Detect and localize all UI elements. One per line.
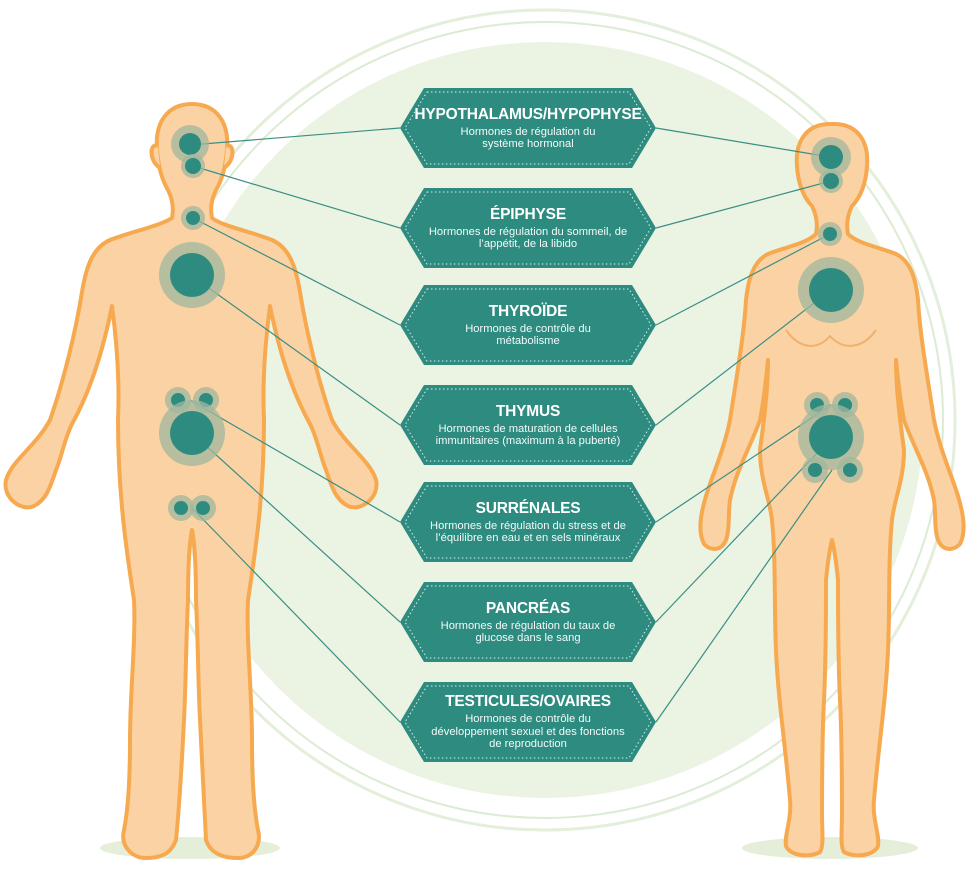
female-gland-thymus — [798, 257, 864, 323]
connector-female-hypothalamus — [655, 127, 831, 158]
female-gland-thyroide — [818, 222, 842, 246]
label-description: Hormones de maturation de cellules immun… — [435, 422, 621, 448]
connector-female-epiphyse — [655, 180, 832, 229]
label-bg-pancreas — [400, 582, 656, 662]
label-bg-thymus — [400, 385, 656, 465]
label-bg-thyroide — [400, 285, 656, 365]
label-title: PANCRÉAS — [485, 599, 571, 617]
male-gland-testicules — [168, 495, 216, 521]
male-gland-thymus — [159, 242, 225, 308]
label-title: HYPOTHALAMUS/HYPOPHYSE — [414, 105, 642, 123]
label-bg-surrenales — [400, 482, 656, 562]
female-gland-hypothalamus — [811, 137, 851, 177]
connector-male-thymus — [191, 275, 401, 426]
male-gland-pancreas — [159, 400, 225, 466]
label-bg-epiphyse — [400, 188, 656, 268]
label-hypothalamus: HYPOTHALAMUS/HYPOPHYSE Hormones de régul… — [400, 88, 656, 168]
female-floor-shadow — [742, 837, 918, 859]
female-body — [698, 122, 966, 858]
label-bg-testicules-ovaires — [400, 682, 656, 762]
label-testicules-ovaires: TESTICULES/OVAIRES Hormones de contrôle … — [400, 682, 656, 762]
label-surrenales: SURRÉNALES Hormones de régulation du str… — [400, 482, 656, 562]
label-bg-hypothalamus — [400, 88, 656, 168]
connector-male-hypothalamus — [189, 127, 401, 146]
female-gland-ovaires — [802, 457, 863, 483]
label-backgrounds — [400, 88, 656, 762]
connector-female-thyroide — [655, 233, 831, 326]
male-body — [3, 102, 379, 860]
male-glands — [159, 125, 225, 521]
male-gland-thyroide — [181, 206, 205, 230]
connector-female-ovaires — [655, 469, 833, 723]
connector-female-pancreas — [655, 449, 821, 623]
label-title: ÉPIPHYSE — [490, 205, 566, 223]
female-glands — [798, 137, 864, 483]
label-thyroide: THYROÏDE Hormones de contrôle du métabol… — [400, 285, 656, 365]
male-gland-epiphyse — [181, 154, 205, 178]
label-description: Hormones de contrôle du développement se… — [431, 713, 625, 751]
label-pancreas: PANCRÉAS Hormones de régulation du taux … — [400, 582, 656, 662]
connector-male-surrenales — [189, 399, 401, 523]
label-description: Hormones de régulation du taux de glucos… — [440, 619, 616, 645]
connector-lines — [189, 127, 833, 723]
label-title: THYROÏDE — [488, 302, 568, 320]
connector-male-pancreas — [191, 432, 401, 623]
male-gland-hypothalamus — [171, 125, 209, 163]
label-thymus: THYMUS Hormones de maturation de cellule… — [400, 385, 656, 465]
label-description: Hormones de régulation du stress et de l… — [430, 519, 626, 545]
connector-male-testicules — [191, 507, 401, 723]
female-gland-epiphyse — [819, 169, 843, 193]
label-title: SURRÉNALES — [475, 499, 581, 517]
label-epiphyse: ÉPIPHYSE Hormones de régulation du somme… — [400, 188, 656, 268]
connector-male-epiphyse — [192, 165, 401, 229]
connector-female-thymus — [655, 289, 832, 426]
connector-male-thyroide — [192, 217, 401, 326]
label-title: THYMUS — [495, 402, 561, 420]
label-title: TESTICULES/OVAIRES — [445, 693, 611, 711]
female-gland-pancreas — [798, 404, 864, 470]
label-description: Hormones de régulation du sommeil, de l’… — [428, 225, 628, 251]
label-description: Hormones de régulation du système hormon… — [460, 125, 596, 151]
label-description: Hormones de contrôle du métabolisme — [465, 322, 591, 348]
